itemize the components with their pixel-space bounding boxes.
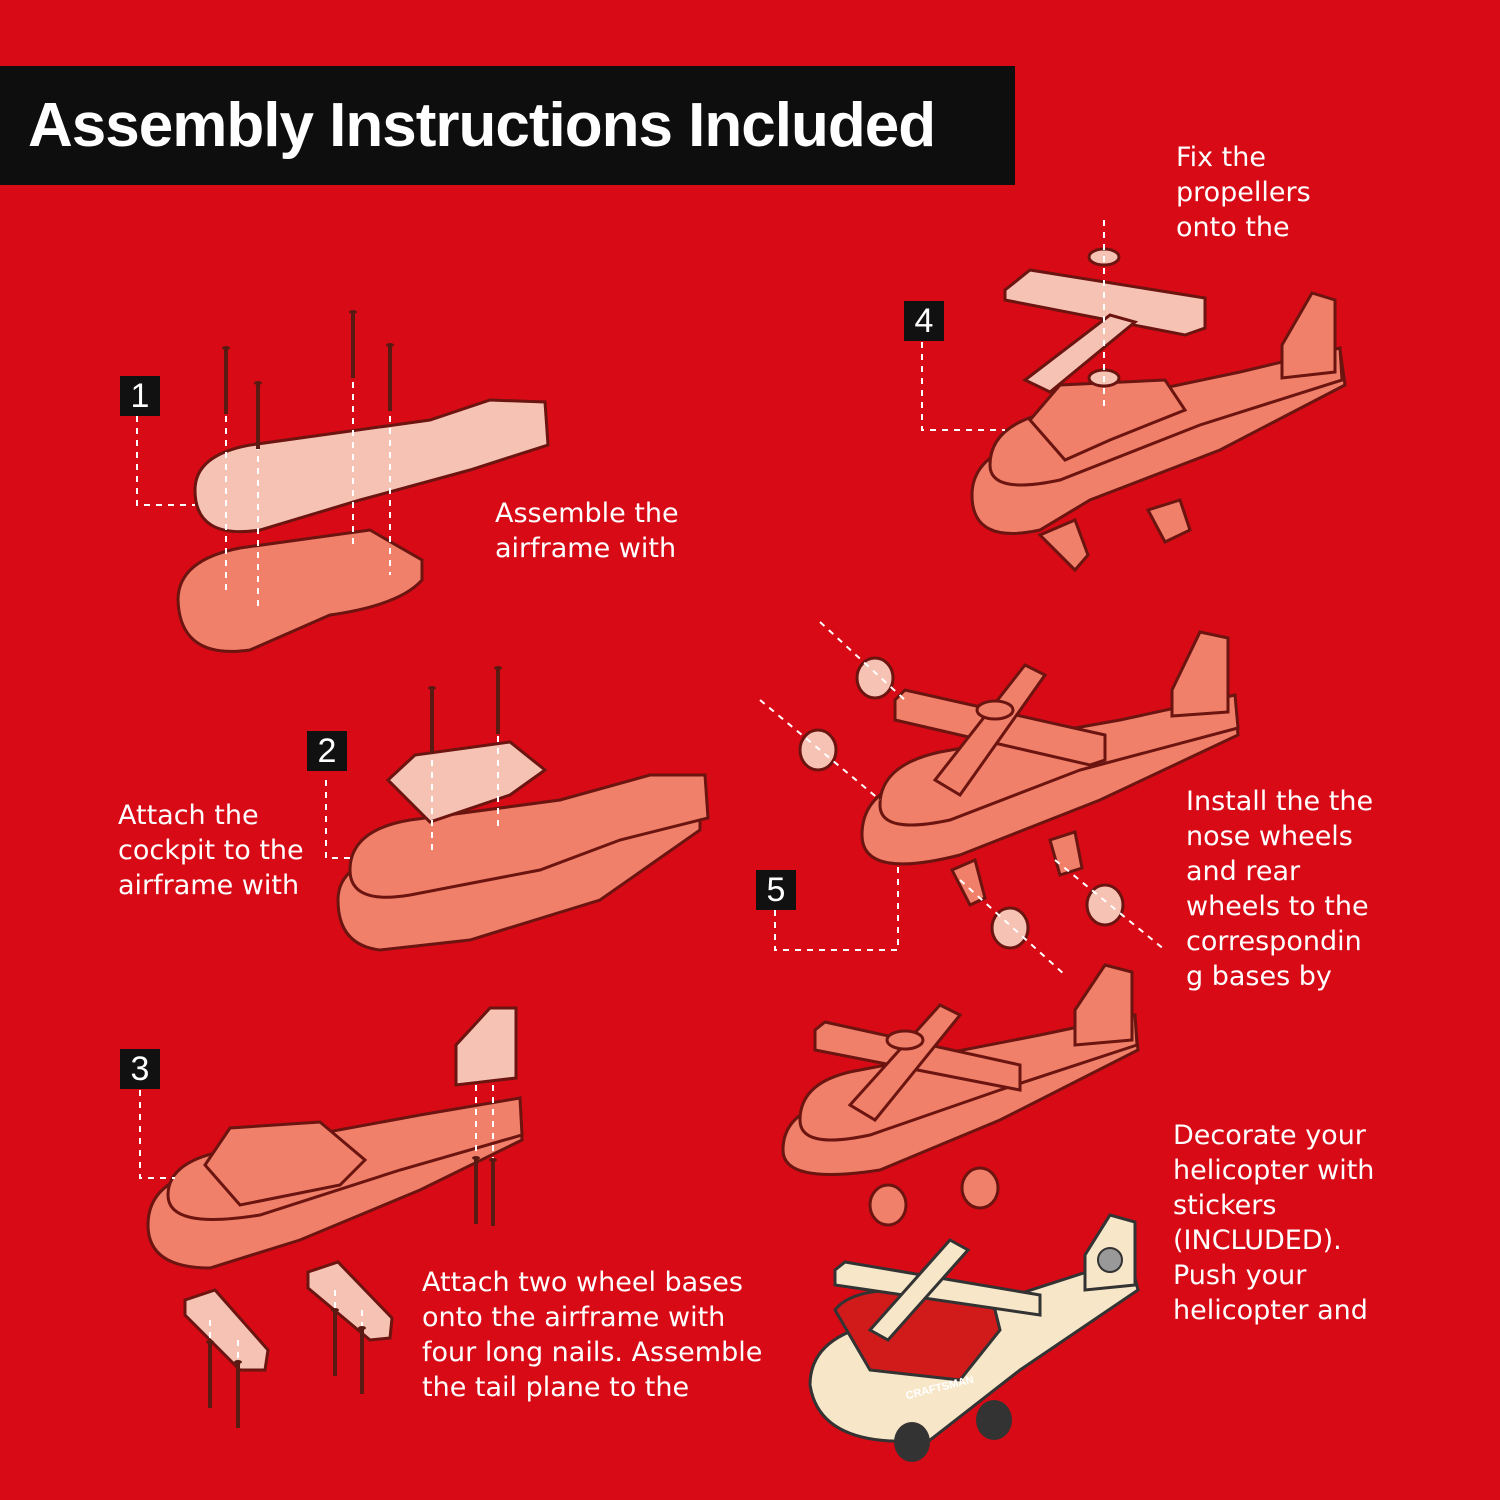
step-3-illustration xyxy=(139,1006,524,1430)
step-2-illustration xyxy=(325,664,710,952)
step-2-caption: Attach the cockpit to the airframe with xyxy=(118,800,304,901)
page-title: Assembly Instructions Included xyxy=(28,91,936,160)
step-4-badge: 4 xyxy=(904,301,944,341)
step-1-illustration xyxy=(136,308,550,653)
step-3-caption: Attach two wheel bases onto the airframe… xyxy=(422,1267,763,1403)
step-4-illustration xyxy=(921,220,1347,573)
final-caption: Decorate your helicopter with stickers (… xyxy=(1173,1120,1375,1326)
step-4-caption: Fix the propellers onto the xyxy=(1176,142,1311,243)
step-1-badge: 1 xyxy=(120,376,160,416)
step-5-illustration xyxy=(759,621,1240,976)
step-2-badge: 2 xyxy=(307,731,347,771)
decorated-helicopter-illustration xyxy=(808,1213,1140,1462)
step-5-badge: 5 xyxy=(756,870,796,910)
title-bar: Assembly Instructions Included xyxy=(0,66,1015,185)
step-3-badge: 3 xyxy=(120,1049,160,1089)
assembled-helicopter-illustration xyxy=(781,963,1140,1227)
step-5-caption: Install the the nose wheels and rear whe… xyxy=(1186,786,1374,992)
step-1-caption: Assemble the airframe with xyxy=(495,498,679,564)
